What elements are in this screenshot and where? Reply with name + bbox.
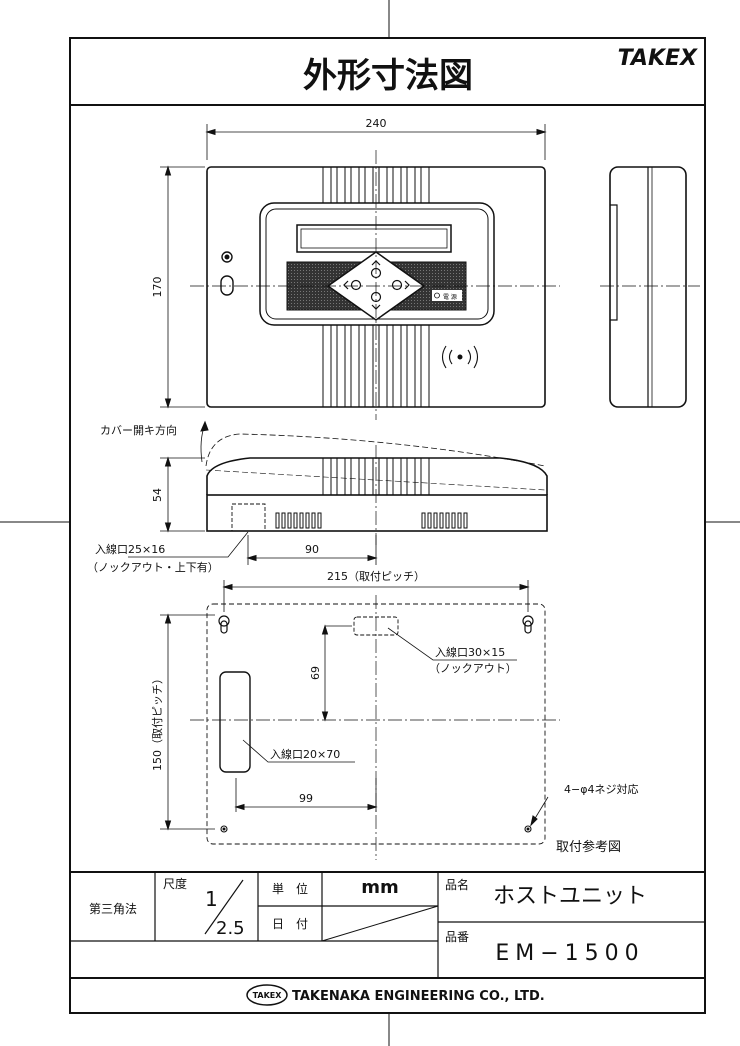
unit-label: 単 位 bbox=[272, 881, 308, 896]
product-name: ホストユニット bbox=[493, 884, 647, 909]
entry-30-note: （ノックアウト） bbox=[429, 662, 517, 675]
side-height-dim: 54 bbox=[151, 488, 164, 502]
entry-30-label: 入線口30×15 bbox=[435, 645, 505, 659]
scale-denominator: 2.5 bbox=[216, 918, 245, 939]
front-view bbox=[160, 124, 560, 420]
projection-method: 第三角法 bbox=[89, 902, 137, 916]
power-label: 電 源 bbox=[443, 293, 457, 301]
right-side-view bbox=[600, 166, 700, 408]
entry-25-label: 入線口25×16 bbox=[95, 542, 165, 556]
sheet-border bbox=[69, 37, 706, 1014]
date-label: 日 付 bbox=[272, 917, 308, 931]
company-name: TAKENAKA ENGINEERING CO., LTD. bbox=[292, 989, 545, 1004]
dim-99: 99 bbox=[299, 792, 313, 805]
front-width-dim: 240 bbox=[366, 117, 387, 130]
brand-logo: TAKEX bbox=[618, 46, 698, 71]
mount-caption: 取付参考図 bbox=[556, 839, 621, 855]
product-no: EM−1500 bbox=[495, 941, 644, 966]
product-no-label: 品番 bbox=[445, 930, 469, 944]
knockout-width-dim: 90 bbox=[305, 543, 319, 556]
entry-25-note: （ノックアウト・上下有） bbox=[87, 560, 219, 574]
mount-pitch-horizontal: 215（取付ピッチ） bbox=[327, 570, 425, 583]
entry-20-label: 入線口20×70 bbox=[270, 747, 340, 761]
unit-value: mm bbox=[361, 877, 399, 898]
scale-label: 尺度 bbox=[163, 876, 187, 891]
scale-numerator: 1 bbox=[205, 887, 218, 911]
product-name-label: 品名 bbox=[445, 877, 469, 892]
company-logo: TAKEX bbox=[246, 984, 288, 1006]
front-height-dim: 170 bbox=[151, 277, 164, 298]
cover-open-label: カバー開キ方向 bbox=[100, 423, 177, 437]
mount-pitch-vertical: 150（取付ピッチ） bbox=[151, 673, 164, 771]
screw-note: 4−φ4ネジ対応 bbox=[564, 782, 638, 796]
mount-view bbox=[160, 580, 560, 860]
dim-69: 69 bbox=[309, 666, 322, 680]
company-logo-text: TAKEX bbox=[253, 991, 283, 1000]
bottom-view bbox=[128, 420, 548, 565]
drawing-title: 外形寸法図 bbox=[303, 56, 473, 96]
title-block bbox=[70, 871, 705, 979]
